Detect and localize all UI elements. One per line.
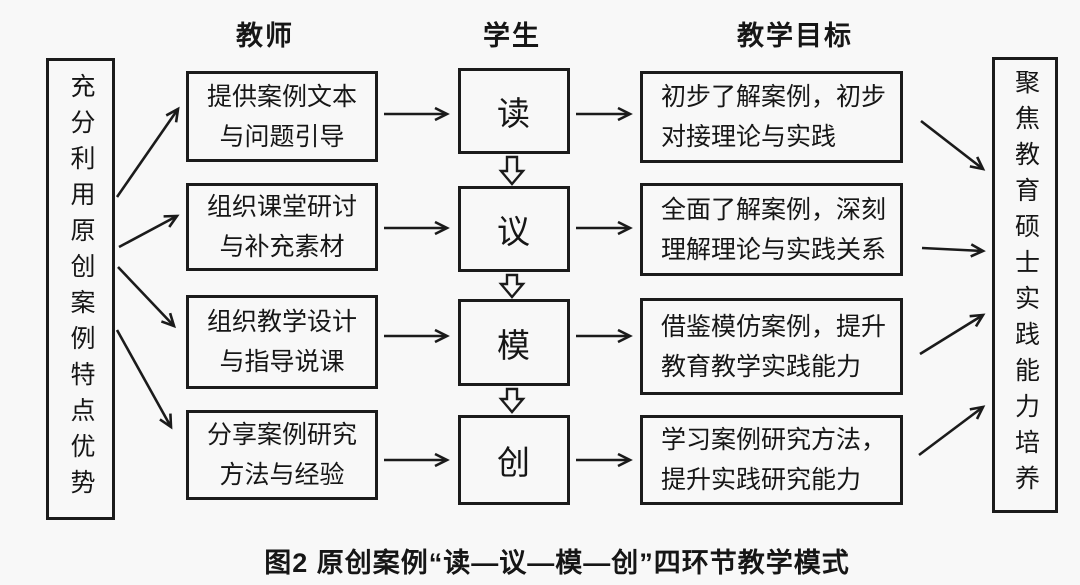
student-box-create: 创 (458, 415, 570, 505)
arrow-left-to-teacher-4 (115, 329, 173, 430)
teacher-box-1: 提供案例文本 与问题引导 (186, 71, 378, 162)
arrow-objective1-to-right (920, 119, 986, 171)
teacher-box-2-line-2: 与补充素材 (219, 233, 345, 261)
objective-box-3: 借鉴模仿案例，提升 教育教学实践能力 (640, 298, 903, 395)
student-box-model: 模 (458, 299, 570, 386)
objective-box-2-line-2: 理解理论与实践关系 (661, 235, 887, 264)
objective-box-2: 全面了解案例，深刻 理解理论与实践关系 (640, 183, 903, 276)
arrow-left-to-teacher-3 (117, 266, 177, 329)
arrow-objective3-to-right (919, 313, 986, 356)
arrow-left-to-teacher-2 (118, 214, 180, 249)
left-premise-box: 充分利用原创案例特点优势 (46, 58, 115, 520)
figure-caption: 图2 原创案例“读—议—模—创”四环节教学模式 (264, 548, 850, 578)
block-arrow-discuss-to-model (498, 273, 526, 299)
teacher-box-4-line-2: 方法与经验 (219, 461, 345, 489)
column-header-student: 学生 (483, 21, 541, 51)
teacher-box-4-line-1: 分享案例研究 (206, 421, 357, 449)
student-box-discuss-label: 议 (497, 213, 531, 250)
objective-box-4-line-2: 提升实践研究能力 (661, 466, 862, 494)
right-goal-text: 聚焦教育硕士实践能力培养 (1011, 69, 1040, 501)
teacher-box-2: 组织课堂研讨 与补充素材 (186, 183, 378, 271)
objective-box-3-line-1: 借鉴模仿案例，提升 (661, 312, 887, 341)
student-box-model-label: 模 (497, 326, 531, 364)
teacher-box-3-line-2: 与指导说课 (219, 348, 345, 376)
objective-box-4: 学习案例研究方法， 提升实践研究能力 (640, 415, 903, 505)
teacher-box-1-line-1: 提供案例文本 (206, 82, 357, 111)
teacher-box-1-line-2: 与问题引导 (219, 122, 345, 151)
objective-box-3-line-2: 教育教学实践能力 (661, 352, 862, 381)
left-premise-text: 充分利用原创案例特点优势 (67, 73, 95, 505)
student-box-read: 读 (458, 68, 570, 154)
objective-box-1-line-1: 初步了解案例，初步 (661, 83, 887, 111)
objective-box-1: 初步了解案例，初步 对接理论与实践 (640, 71, 903, 163)
student-box-discuss: 议 (458, 186, 570, 272)
teacher-box-2-line-1: 组织课堂研讨 (206, 193, 357, 221)
objective-box-4-line-1: 学习案例研究方法， (661, 426, 887, 454)
objective-box-1-line-2: 对接理论与实践 (661, 123, 837, 151)
arrow-left-to-teacher-1 (115, 106, 180, 198)
column-header-teacher: 教师 (236, 21, 294, 51)
arrow-objective4-to-right (918, 405, 986, 457)
teacher-box-3: 组织教学设计 与指导说课 (186, 295, 378, 389)
student-box-create-label: 创 (497, 444, 531, 481)
teacher-box-4: 分享案例研究 方法与经验 (186, 410, 378, 500)
arrow-objective2-to-right (921, 243, 986, 258)
block-arrow-model-to-create (498, 387, 526, 414)
teacher-box-3-line-1: 组织教学设计 (206, 308, 357, 336)
right-goal-box: 聚焦教育硕士实践能力培养 (992, 57, 1058, 513)
objective-box-2-line-1: 全面了解案例，深刻 (661, 195, 887, 224)
block-arrow-read-to-discuss (498, 155, 526, 186)
column-header-objective: 教学目标 (737, 21, 853, 51)
student-box-read-label: 读 (497, 95, 531, 132)
